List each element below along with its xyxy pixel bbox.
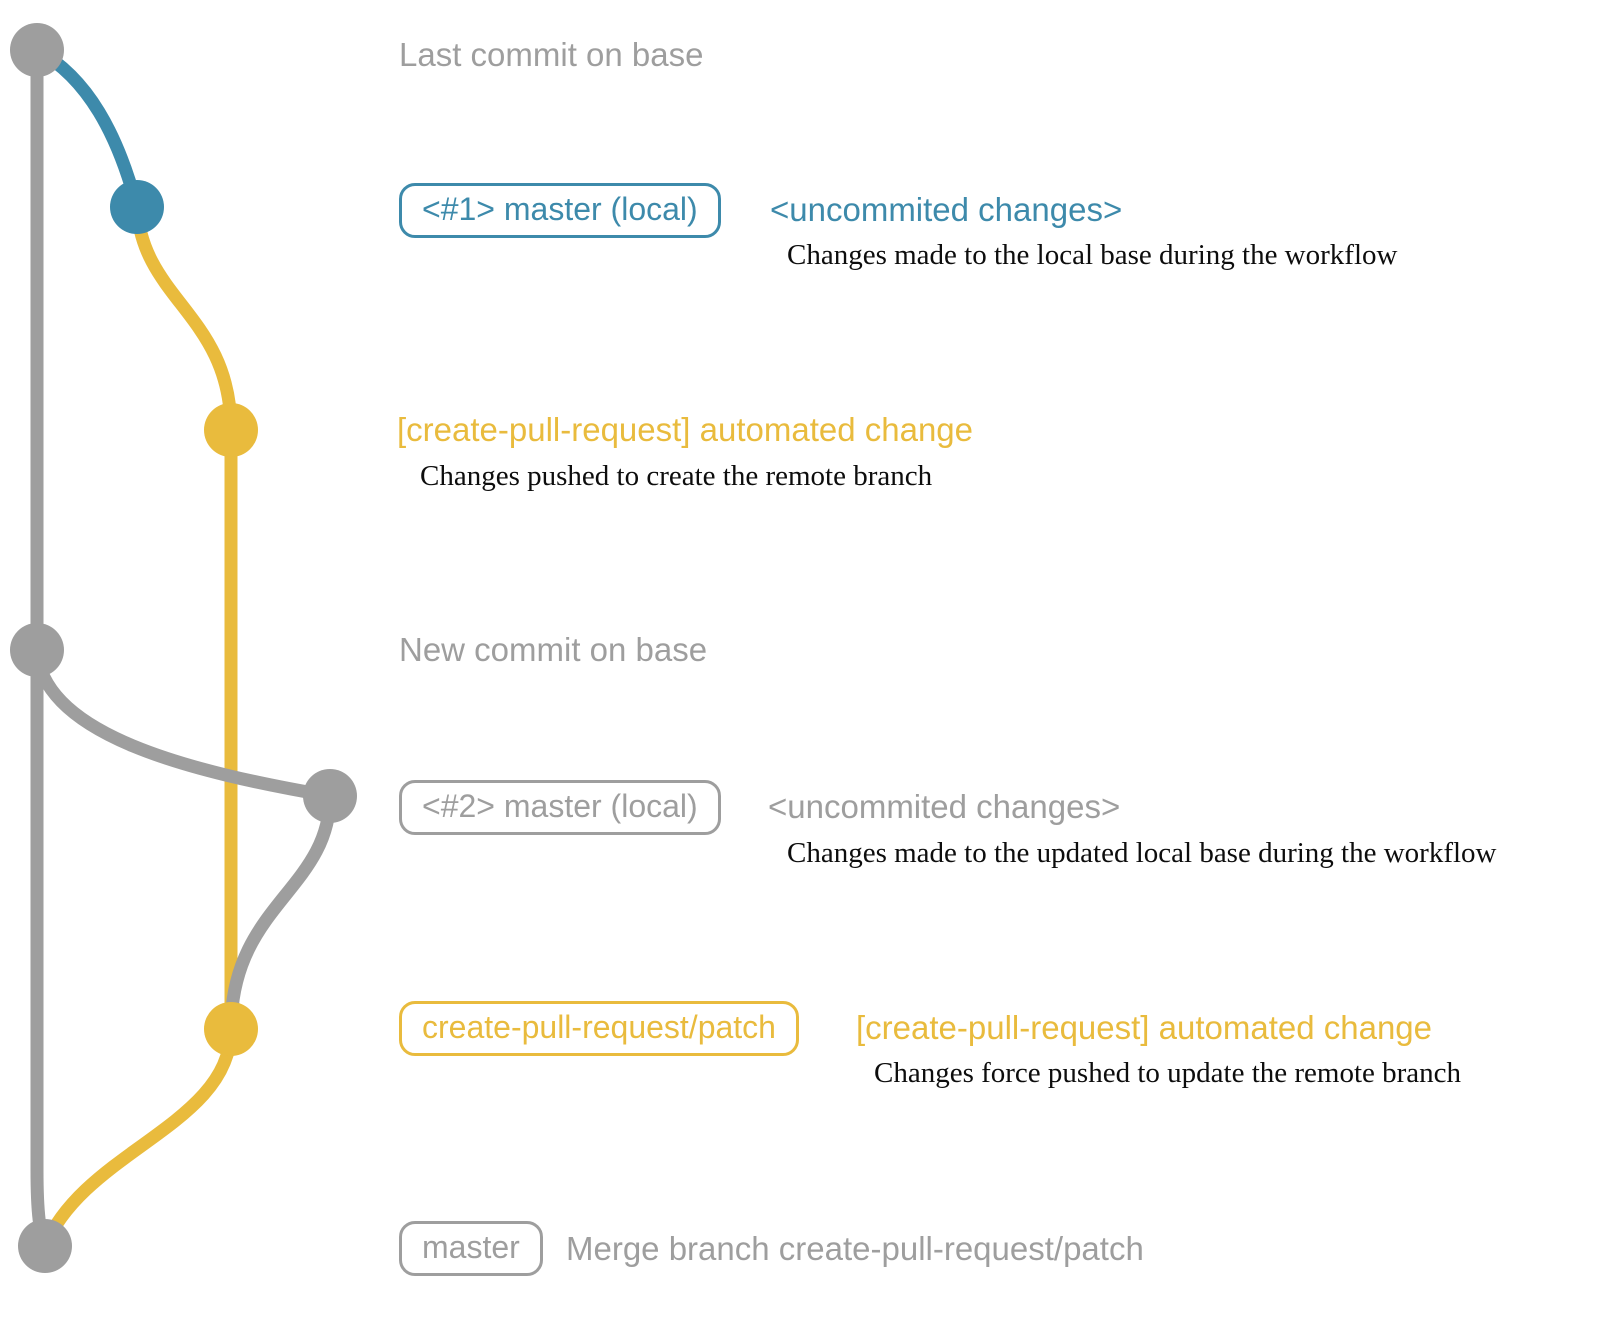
description-local-change-2: Changes made to the updated local base d… [787,837,1497,869]
automated-change-title-2: [create-pull-request] automated change [856,1009,1433,1046]
uncommitted-changes-label-1: <uncommited changes> [770,191,1123,228]
automated-change-title-1: [create-pull-request] automated change [397,411,974,448]
new-commit-label: New commit on base [399,631,708,668]
last-commit-label: Last commit on base [399,36,704,73]
branch-badge-master-local-1: <#1> master (local) [399,183,721,238]
branch-badge-patch: create-pull-request/patch [399,1001,799,1056]
merge-commit-label: Merge branch create-pull-request/patch [566,1230,1144,1267]
edge-local-change-2-to-patch [224,789,337,1036]
edge-local-change-1 [30,43,144,214]
commit-dot-automated-1 [204,403,258,457]
commit-dot-automated-2 [204,1002,258,1056]
uncommitted-changes-label-2: <uncommited changes> [768,788,1121,825]
commit-dot-new-base [10,623,64,677]
branch-badge-master-local-2: <#2> master (local) [399,780,721,835]
edge-patch-to-merge [38,1022,238,1253]
commit-dot-local-1 [110,180,164,234]
edge-patch-branch-start [130,200,238,437]
edge-base-to-local-change-2 [30,643,337,803]
commit-dot-local-2 [303,769,357,823]
branch-badge-master: master [399,1221,543,1276]
description-local-change-1: Changes made to the local base during th… [787,239,1398,271]
commit-dot-merge [18,1219,72,1273]
description-automated-change-2: Changes force pushed to update the remot… [874,1057,1462,1089]
commit-dot-last-base [10,23,64,77]
description-automated-change-1: Changes pushed to create the remote bran… [420,460,933,492]
